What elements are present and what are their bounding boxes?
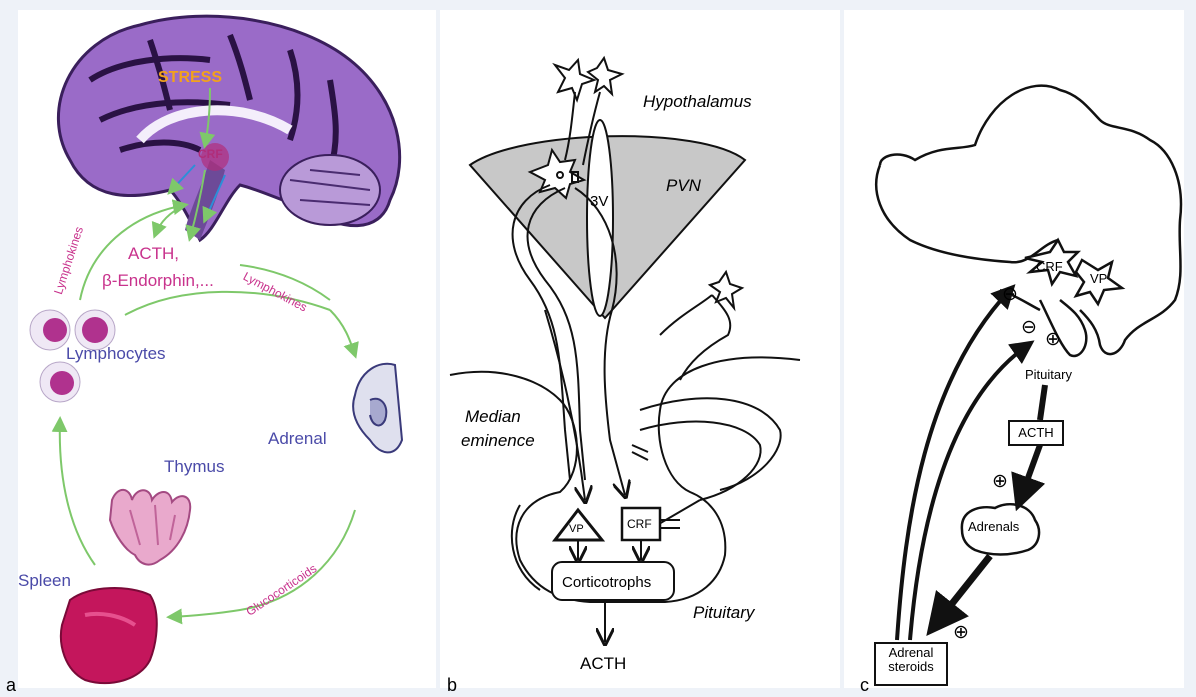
panel-c-letter: c [860,676,869,694]
adrenal-steroids-box: Adrenal steroids [874,642,948,686]
pituitary-label-c: Pituitary [1025,368,1072,381]
adrenals-label: Adrenals [968,520,1019,533]
adrenal-steroids-line-1: Adrenal [876,646,946,660]
plus-sign-2: ⊕ [992,472,1008,491]
minus-sign-1: ⊖ [1002,285,1018,304]
panel-c-arrows [897,290,1045,640]
vp-label-c: VP [1090,272,1107,285]
plus-sign-1: ⊕ [1045,330,1061,349]
adrenal-steroids-line-2: steroids [876,660,946,674]
acth-box-c: ACTH [1008,420,1064,446]
crf-label-c: CRF [1036,260,1063,273]
acth-label-c: ACTH [1018,425,1053,440]
minus-sign-2: ⊖ [1021,318,1037,337]
plus-sign-3: ⊕ [953,623,969,642]
